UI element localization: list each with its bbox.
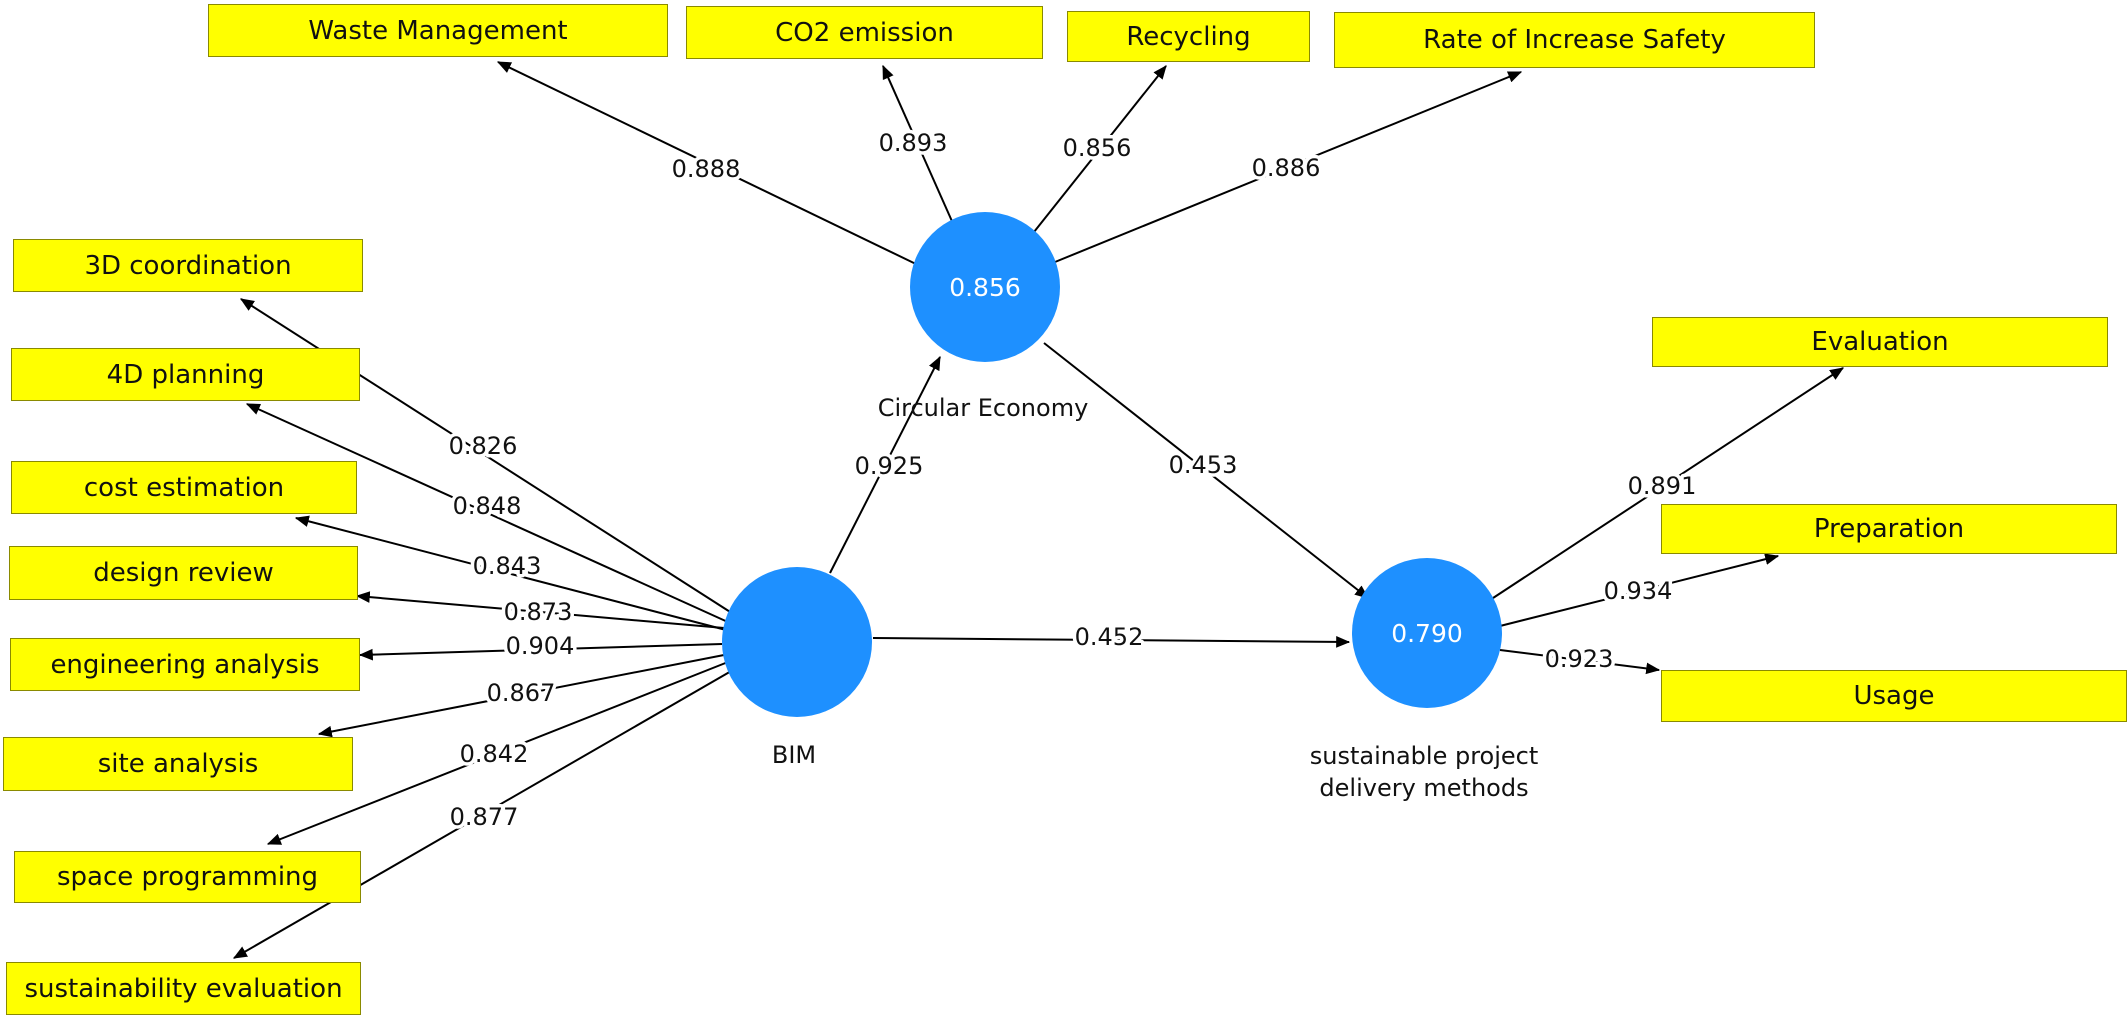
edge-bim-space-programming: [266, 661, 729, 845]
edge-spdm-usage: [1499, 649, 1661, 675]
loading-label-site-analysis: 0.867: [487, 679, 556, 707]
edge-bim-to-spdm: [872, 636, 1351, 648]
loading-label-3d-coordination: 0.826: [449, 432, 518, 460]
indicator-rate-of-increase-safety[interactable]: Rate of Increase Safety: [1334, 12, 1815, 68]
loading-label-recycling: 0.856: [1063, 134, 1132, 162]
loading-label-preparation: 0.934: [1604, 577, 1673, 605]
indicator-3d-coordination[interactable]: 3D coordination: [13, 239, 363, 292]
loading-label-co2-emission: 0.893: [879, 129, 948, 157]
loading-label-evaluation: 0.891: [1628, 472, 1697, 500]
indicator-evaluation[interactable]: Evaluation: [1652, 317, 2108, 367]
loading-label-engineering-analysis: 0.904: [506, 632, 575, 660]
edge-bim-cost-estimation: [294, 515, 727, 631]
construct-label-spdm-line1: sustainable project: [1309, 742, 1539, 770]
construct-label-bim: BIM: [771, 741, 817, 769]
indicator-co2-emission[interactable]: CO2 emission: [686, 6, 1043, 59]
construct-label-spdm: sustainable project delivery methods: [1310, 740, 1539, 804]
loading-label-design-review: 0.873: [504, 598, 573, 626]
indicator-cost-estimation[interactable]: cost estimation: [11, 461, 357, 514]
edge-bim-design-review: [355, 591, 725, 629]
loading-label-4d-planning: 0.848: [453, 492, 522, 520]
edge-bim-engineering-analysis: [358, 643, 723, 661]
indicator-preparation[interactable]: Preparation: [1661, 504, 2117, 554]
loading-label-sustainability-evaluation: 0.877: [450, 803, 519, 831]
construct-label-spdm-line2: delivery methods: [1319, 774, 1529, 802]
edge-ce-rate-of-increase-safety: [1054, 71, 1523, 263]
indicator-sustainability-evaluation[interactable]: sustainability evaluation: [6, 962, 361, 1015]
indicator-waste-management[interactable]: Waste Management: [208, 4, 668, 57]
edge-spdm-evaluation: [1489, 367, 1844, 601]
indicator-engineering-analysis[interactable]: engineering analysis: [10, 638, 360, 691]
edge-bim-4d-planning: [245, 403, 731, 624]
edge-ce-co2-emission: [882, 64, 956, 229]
construct-circular-economy[interactable]: 0.856: [910, 212, 1060, 362]
construct-sustainable-project-delivery-methods[interactable]: 0.790: [1352, 558, 1502, 708]
path-label-bim-to-spdm: 0.452: [1075, 623, 1144, 651]
edge-ce-to-spdm: [1043, 342, 1369, 599]
path-label-bim-to-ce: 0.925: [855, 452, 924, 480]
edge-bim-to-ce: [829, 355, 941, 574]
construct-label-circular-economy: Circular Economy: [877, 394, 1089, 422]
edge-ce-waste-management: [496, 61, 919, 266]
loading-label-waste-management: 0.888: [672, 155, 741, 183]
edge-ce-recycling: [1029, 65, 1167, 238]
path-label-ce-to-spdm: 0.453: [1169, 451, 1238, 479]
indicator-usage[interactable]: Usage: [1661, 670, 2127, 722]
loading-label-usage: 0.923: [1545, 645, 1614, 673]
loading-label-rate-of-increase-safety: 0.886: [1252, 154, 1321, 182]
indicator-design-review[interactable]: design review: [9, 546, 358, 600]
indicator-space-programming[interactable]: space programming: [14, 851, 361, 903]
loading-label-cost-estimation: 0.843: [473, 552, 542, 580]
edge-bim-sustainability-evaluation: [232, 669, 734, 959]
indicator-4d-planning[interactable]: 4D planning: [11, 348, 360, 401]
indicator-recycling[interactable]: Recycling: [1067, 11, 1310, 62]
construct-bim[interactable]: [722, 567, 872, 717]
loading-label-space-programming: 0.842: [460, 740, 529, 768]
edge-bim-site-analysis: [317, 654, 725, 738]
edge-spdm-preparation: [1499, 553, 1780, 627]
indicator-site-analysis[interactable]: site analysis: [3, 737, 353, 791]
